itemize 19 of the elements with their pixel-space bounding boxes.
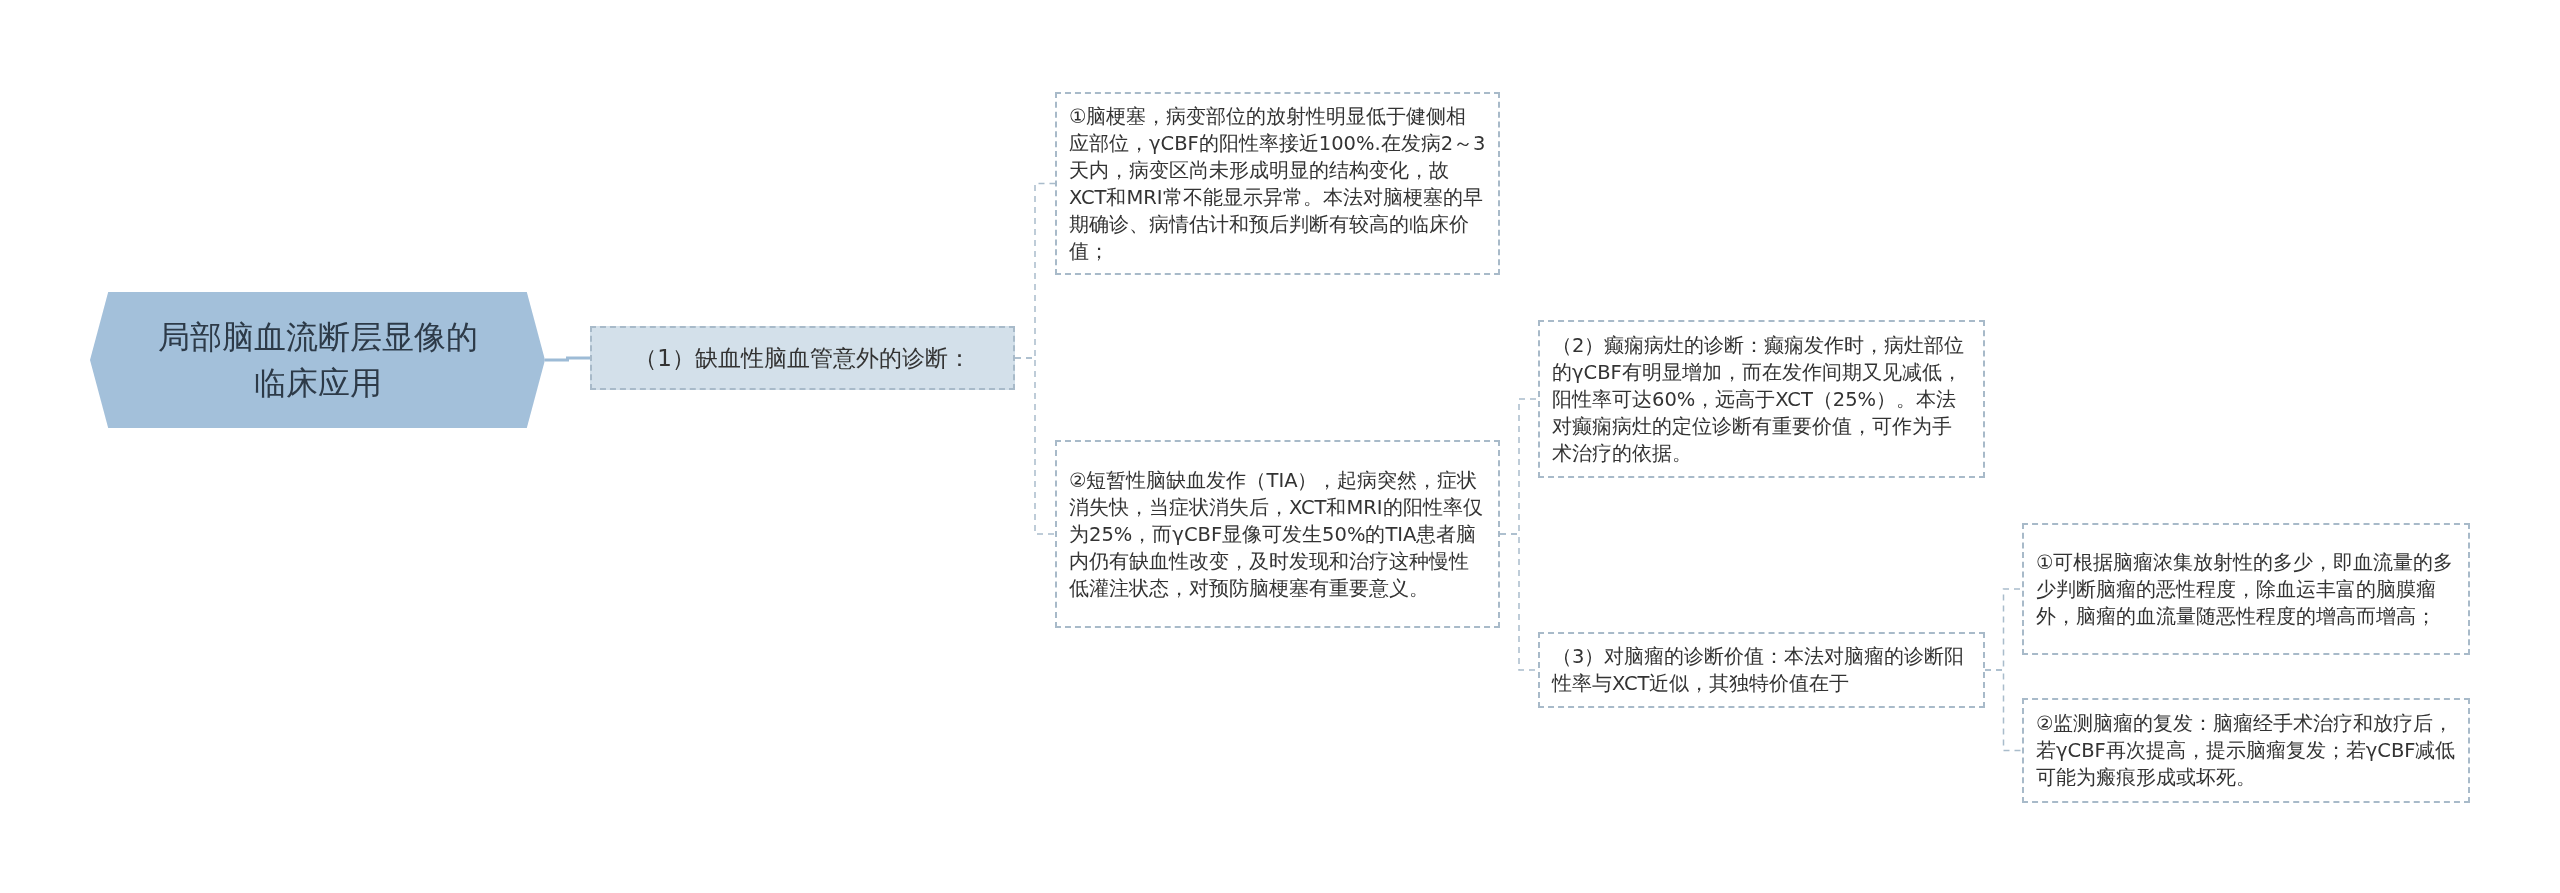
note-text: ②监测脑瘤的复发：脑瘤经手术治疗和放疗后，若γCBF再次提高，提示脑瘤复发；若γCBF减低可能为瘢痕形成或坏死。 bbox=[2036, 711, 2456, 791]
branch-text: （1）缺血性脑血管意外的诊断： bbox=[634, 344, 971, 373]
note-box bbox=[2022, 698, 2470, 803]
note-box bbox=[1055, 92, 1500, 275]
note-text: ②短暂性脑缺血发作（TIA），起病突然，症状消失快，当症状消失后，XCT和MRI的阳性率仅为25%，而γCBF显像可发生50%的TIA患者脑内仍有缺血性改变，及时发现和治疗这种慢性低灌注状态，对预防脑梗塞有重要意义。 bbox=[1069, 467, 1484, 602]
topic-text: 局部脑血流断层显像的临床应用 bbox=[156, 317, 479, 404]
note-box bbox=[1055, 440, 1500, 628]
note-text: ①可根据脑瘤浓集放射性的多少，即血流量的多少判断脑瘤的恶性程度，除血运丰富的脑膜瘤外，脑瘤的血流量随恶性程度的增高而增高； bbox=[2036, 549, 2455, 630]
note-box bbox=[1538, 320, 1985, 478]
note-text: （2）癫痫病灶的诊断：癫痫发作时，病灶部位的γCBF有明显增加，而在发作间期又见减低，阳性率可达60%，远高于XCT（25%）。本法对癫痫病灶的定位诊断有重要价值，可作为手术治疗的依据。 bbox=[1552, 332, 1966, 467]
hexagon-node bbox=[90, 292, 545, 428]
connector-line bbox=[1984, 669, 2023, 752]
note-text: （3）对脑瘤的诊断价值：本法对脑瘤的诊断阳性率与XCT近似，其独特价值在于 bbox=[1552, 644, 1966, 697]
branch-box bbox=[590, 326, 1015, 390]
connector-line bbox=[1014, 357, 1056, 535]
note-box bbox=[2022, 523, 2470, 655]
note-text: ①脑梗塞，病变部位的放射性明显低于健侧相应部位，γCBF的阳性率接近100%.在发病2～3天内，病变区尚未形成明显的结构变化，故XCT和MRI常不能显示异常。本法对脑梗塞的早期确诊、病情估计和预后判断有较高的临床价值； bbox=[1069, 103, 1486, 265]
connector-line bbox=[545, 356, 590, 362]
note-box bbox=[1538, 632, 1985, 708]
